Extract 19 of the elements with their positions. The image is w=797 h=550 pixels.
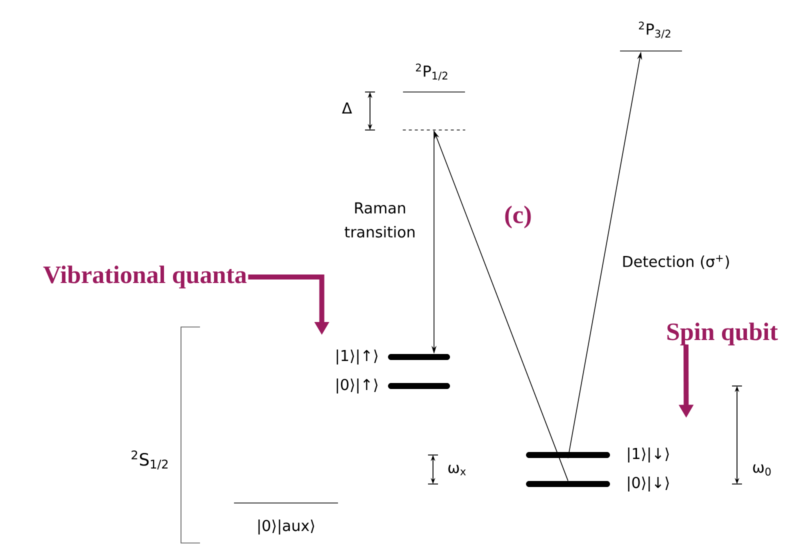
level-label: |0⟩|↑⟩ — [336, 378, 378, 394]
level-label: $^{2}$P$_{3/2}$ — [638, 22, 670, 38]
edge-label: Detection (σ$^{+}$) — [623, 255, 729, 269]
energy-level — [526, 452, 610, 458]
level-label: $^{2}$P$_{1/2}$ — [416, 64, 448, 80]
energy-level — [388, 383, 450, 389]
energy-level — [526, 481, 610, 487]
level-label: |1⟩|↓⟩ — [628, 448, 669, 462]
panel-label: (c) — [505, 206, 531, 228]
level-label: |1⟩|↑⟩ — [336, 350, 378, 364]
frequency-label: ω$_{x}$ — [448, 464, 466, 476]
level-label: $^{2}$S$_{1/2}$ — [132, 450, 168, 470]
level-label: |0⟩|↓⟩ — [628, 476, 669, 492]
frequency-label: ω$_{0}$ — [753, 464, 771, 476]
callout-text: Vibrational quanta — [43, 266, 247, 288]
level-label: |0⟩|aux⟩ — [258, 520, 314, 534]
callout-text: Spin qubit — [667, 322, 778, 346]
edge-label: Raman transition — [344, 202, 414, 238]
delta-symbol: Δ — [342, 102, 352, 114]
